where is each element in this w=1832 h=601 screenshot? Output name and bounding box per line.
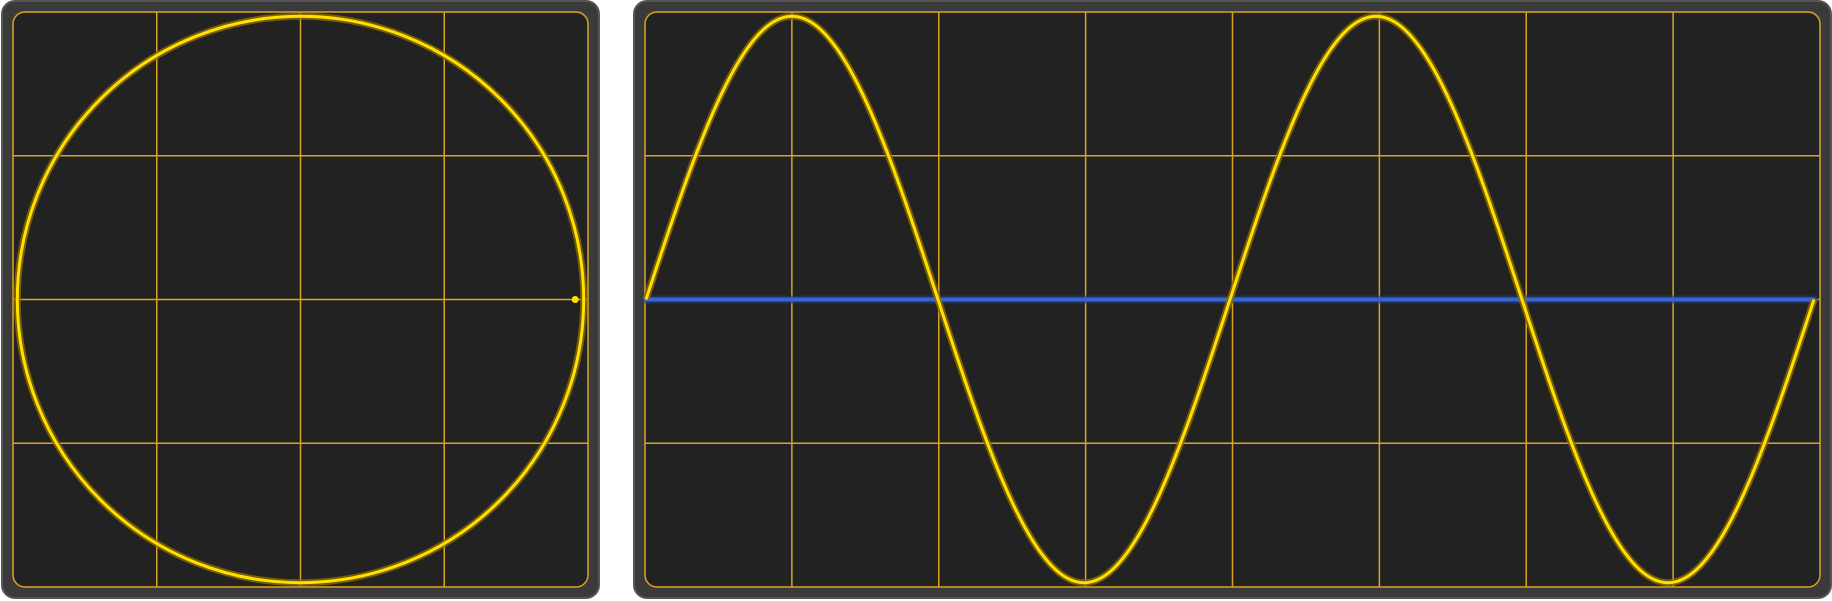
xy-trace-marker (571, 296, 579, 303)
xy-scope-screen (12, 11, 589, 588)
xy-scope-panel (1, 0, 600, 599)
xy-trace-circle (15, 14, 586, 585)
time-scope-panel (633, 0, 1832, 599)
time-scope-screen (642, 11, 1821, 588)
time-sine-trace (644, 14, 1816, 585)
